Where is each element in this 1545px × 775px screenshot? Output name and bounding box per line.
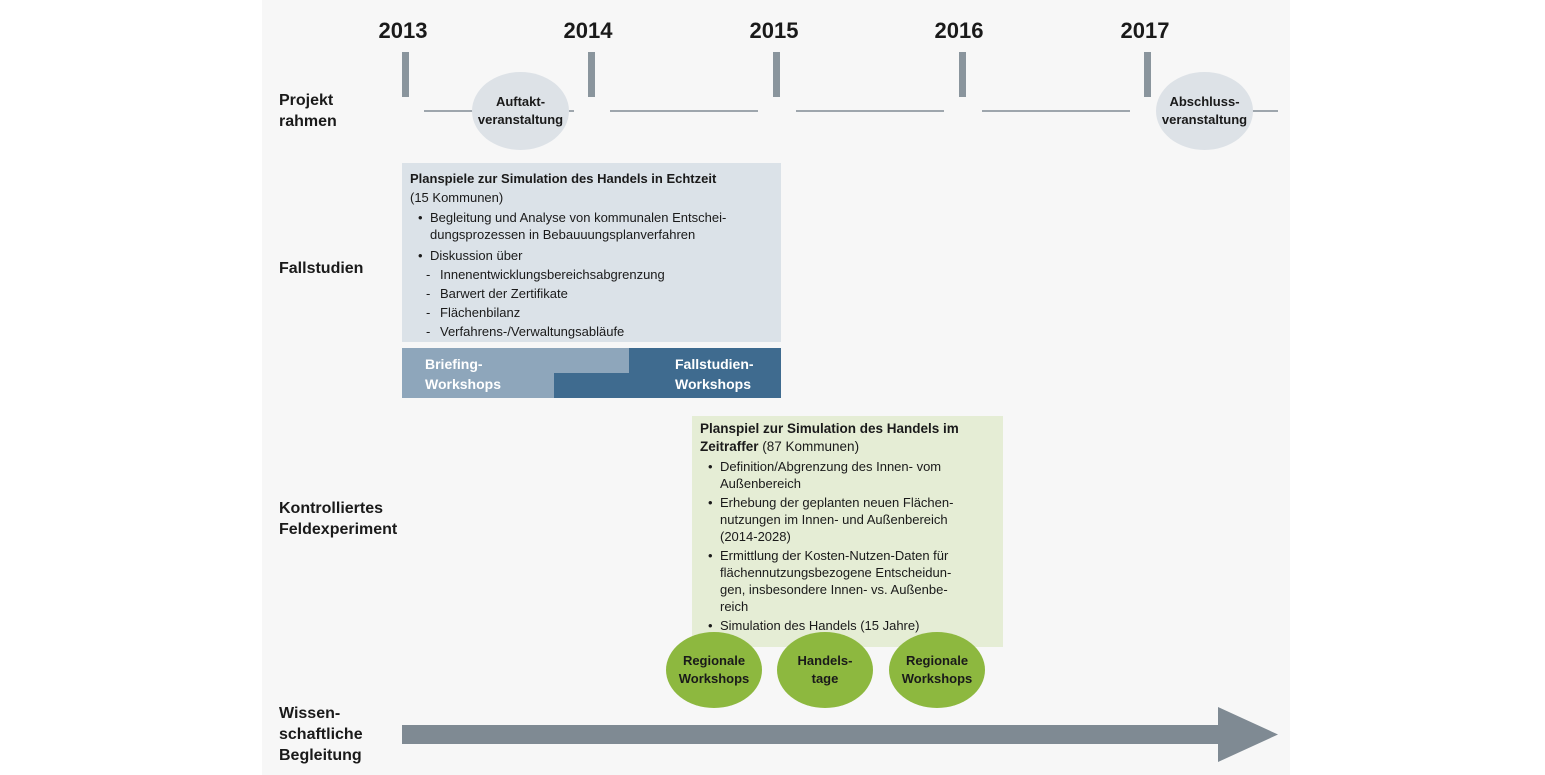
row-label-begleitung: Wissen- schaftliche Begleitung [279, 705, 363, 764]
arrow-shaft [402, 725, 1222, 744]
regionale-workshops-2: Regionale Workshops [889, 632, 985, 708]
fallstudien-bullet-list: Begleitung und Analyse von kommunalen En… [410, 209, 771, 265]
year-2016: 2016 [934, 18, 984, 43]
year-2017: 2017 [1120, 18, 1170, 43]
fallstudien-sub-list: Innenentwicklungsbereichsabgrenzung Barw… [410, 265, 771, 341]
list-item: Begleitung und Analyse von kommunalen En… [410, 209, 771, 243]
briefing-workshops-label: Briefing- Workshops [425, 356, 501, 392]
begleitung-arrow [402, 707, 1278, 762]
fallstudien-workshops-label: Fallstudien- Workshops [675, 356, 754, 392]
fallstudien-box: Planspiele zur Simulation des Handels in… [402, 163, 781, 342]
fallstudien-workshops-block [554, 348, 781, 398]
list-item: Simulation des Handels (15 Jahre) [700, 617, 993, 634]
feldexperiment-box-count: (87 Kommunen) [758, 439, 860, 454]
list-item: Definition/Abgrenzung des Innen- vom Auß… [700, 458, 993, 492]
list-item: Diskussion über [410, 246, 771, 265]
timeline-segment [796, 110, 944, 112]
auftakt-event: Auftakt- veranstaltung [472, 72, 569, 150]
year-tick-2016 [959, 52, 966, 97]
arrow-head [1218, 707, 1278, 762]
regionale-workshops-1: Regionale Workshops [666, 632, 762, 708]
list-item: Verfahrens-/Verwaltungsabläufe [410, 322, 771, 341]
feldexperiment-box-title: Planspiel zur Simulation des Handels im … [700, 421, 959, 454]
feldexperiment-box: Planspiel zur Simulation des Handels im … [692, 416, 1003, 647]
feldexperiment-box-heading: Planspiel zur Simulation des Handels im … [700, 420, 993, 456]
timeline-segment [610, 110, 758, 112]
row-label-feldexperiment: Kontrolliertes Feldexperiment [279, 500, 398, 538]
year-tick-2015 [773, 52, 780, 97]
year-2014: 2014 [563, 18, 613, 43]
fallstudien-box-title: Planspiele zur Simulation des Handels in… [410, 171, 717, 186]
timeline-segment [982, 110, 1130, 112]
abschluss-event: Abschluss- veranstaltung [1156, 72, 1253, 150]
handelstage: Handels- tage [777, 632, 873, 708]
feldexperiment-bullet-list: Definition/Abgrenzung des Innen- vom Auß… [700, 458, 993, 634]
row-label-projektrahmen: Projekt rahmen [279, 92, 337, 130]
year-tick-2017 [1144, 52, 1151, 97]
list-item: Flächenbilanz [410, 303, 771, 322]
list-item: Barwert der Zertifikate [410, 284, 771, 303]
year-2015: 2015 [749, 18, 799, 43]
workshops-band [402, 348, 781, 398]
list-item: Ermittlung der Kosten-Nutzen-Daten für f… [700, 547, 993, 615]
year-tick-2014 [588, 52, 595, 97]
fallstudien-box-subtitle: (15 Kommunen) [410, 190, 504, 205]
list-item: Innenentwicklungsbereichsabgrenzung [410, 265, 771, 284]
row-label-fallstudien: Fallstudien [279, 260, 364, 277]
year-tick-2013 [402, 52, 409, 97]
list-item: Erhebung der geplanten neuen Flächen- nu… [700, 494, 993, 545]
year-2013: 2013 [378, 18, 428, 43]
